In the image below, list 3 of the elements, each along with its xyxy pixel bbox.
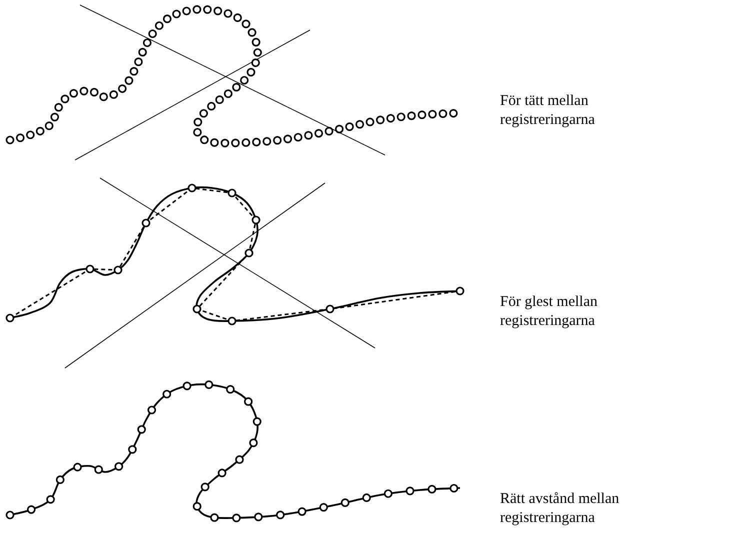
caption-text: För glest mellan registreringarna [500, 293, 598, 331]
caption-text: Rätt avstånd mellan registreringarna [500, 490, 620, 528]
caption-text: För tätt mellan registreringarna [500, 92, 596, 130]
